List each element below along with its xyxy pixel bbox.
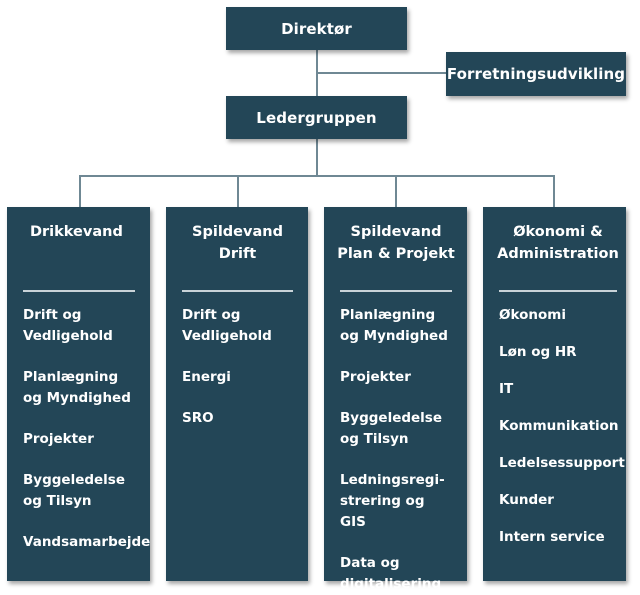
unit-item: Byggeledelse og Tilsyn: [23, 472, 125, 509]
unit-item: Planlægning og Myndighed: [23, 369, 131, 406]
unit-item: Kommunikation: [499, 418, 619, 434]
department-title: Spildevand Drift: [192, 224, 283, 262]
department-unit-list: Drift og Vedligehold Planlægning og Mynd…: [23, 305, 151, 553]
department-divider: [23, 290, 135, 292]
department-unit-list: Økonomi Løn og HR IT Kommunikation Ledel…: [499, 305, 625, 548]
unit-item: Drift og Vedligehold: [182, 307, 272, 344]
business-development-box: Forretningsudvikling: [446, 52, 626, 96]
department-divider: [499, 290, 617, 292]
unit-item: Intern service: [499, 529, 605, 545]
department-title: Drikkevand: [30, 224, 123, 240]
department-title: Økonomi & Administration: [497, 224, 619, 262]
department-divider: [182, 290, 293, 292]
unit-item: Planlægning og Myndighed: [340, 307, 448, 344]
unit-item: Energi: [182, 369, 231, 385]
connector-drop-spildevand-plan: [395, 175, 397, 207]
department-spildevand-plan-projekt: Spildevand Plan & Projekt Planlægning og…: [324, 207, 467, 592]
department-spildevand-drift: Spildevand Drift Drift og Vedligehold En…: [166, 207, 308, 581]
department-title: Spildevand Plan & Projekt: [337, 224, 455, 262]
unit-item: IT: [499, 381, 514, 397]
connector-to-business-development: [316, 72, 446, 74]
connector-drop-drikkevand: [79, 175, 81, 207]
management-group-label: Ledergruppen: [256, 108, 377, 127]
unit-item: Ledningsregi- strering og GIS: [340, 472, 445, 530]
connector-horizontal-bus: [79, 175, 555, 177]
unit-item: Byggeledelse og Tilsyn: [340, 410, 442, 447]
unit-item: Drift og Vedligehold: [23, 307, 113, 344]
department-okonomi-administration: Økonomi & Administration Økonomi Løn og …: [483, 207, 626, 581]
unit-item: Kunder: [499, 492, 554, 508]
business-development-label: Forretningsudvikling: [446, 65, 626, 83]
unit-item: Løn og HR: [499, 344, 577, 360]
director-label: Direktør: [281, 19, 352, 38]
unit-item: SRO: [182, 410, 214, 426]
connector-management-down: [316, 139, 318, 176]
unit-item: Vandsamarbejde: [23, 534, 151, 550]
department-divider: [340, 290, 452, 292]
unit-item: Projekter: [23, 431, 94, 447]
unit-item: Projekter: [340, 369, 411, 385]
department-drikkevand: Drikkevand Drift og Vedligehold Planlægn…: [7, 207, 150, 581]
unit-item: Data og digitalisering: [340, 555, 442, 592]
connector-drop-spildevand-drift: [237, 175, 239, 207]
department-unit-list: Planlægning og Myndighed Projekter Bygge…: [340, 305, 455, 595]
unit-item: Ledelsessupport: [499, 455, 625, 471]
unit-item: Økonomi: [499, 307, 566, 323]
department-unit-list: Drift og Vedligehold Energi SRO: [182, 305, 296, 429]
director-box: Direktør: [226, 7, 407, 50]
connector-drop-okonomi: [553, 175, 555, 207]
management-group-box: Ledergruppen: [226, 96, 407, 139]
